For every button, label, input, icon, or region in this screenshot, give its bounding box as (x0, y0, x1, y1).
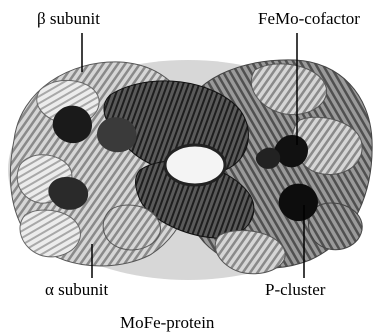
beta-subunit-label: β subunit (37, 9, 100, 29)
protein-body (8, 60, 372, 280)
femo-cofactor-label: FeMo-cofactor (258, 9, 360, 29)
figure-caption: MoFe-protein (120, 313, 214, 333)
alpha-subunit-label: α subunit (45, 280, 108, 300)
p-cluster-label: P-cluster (265, 280, 325, 300)
